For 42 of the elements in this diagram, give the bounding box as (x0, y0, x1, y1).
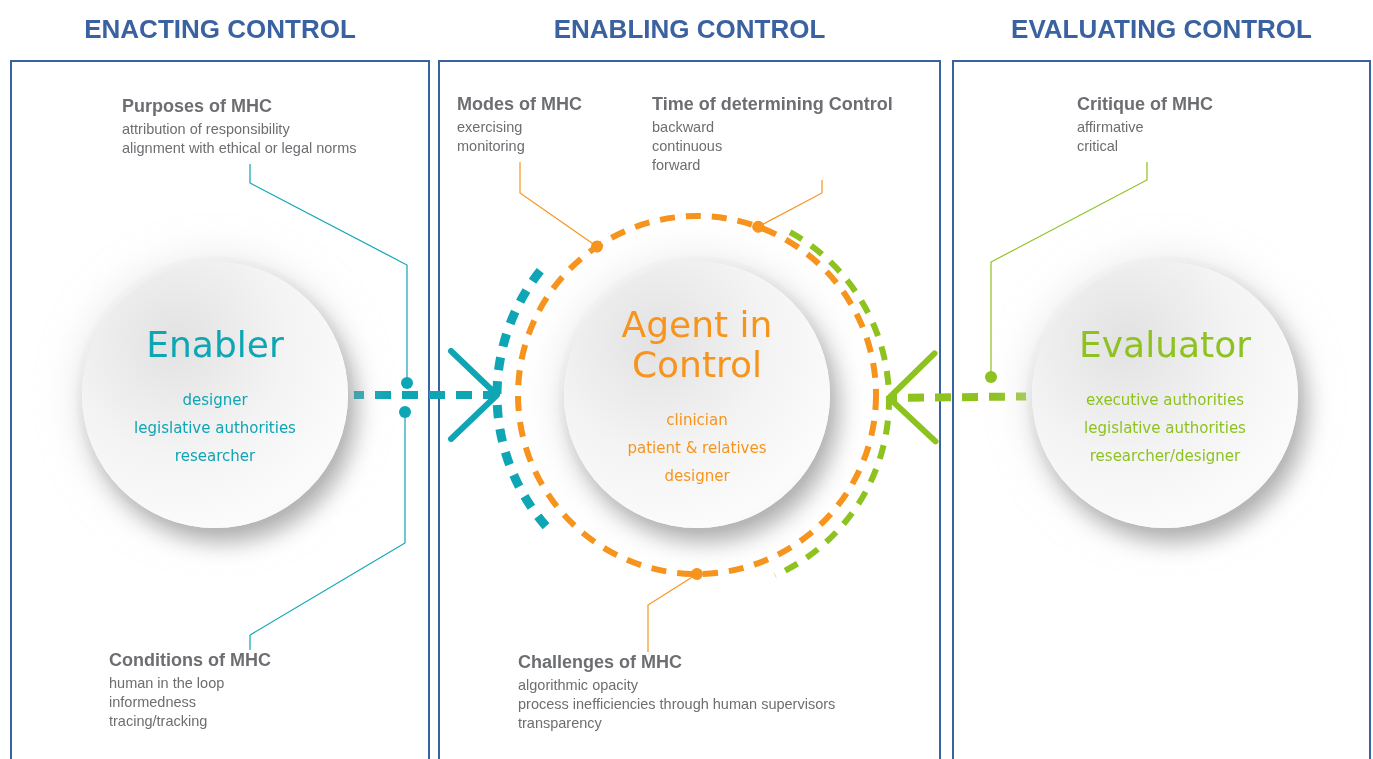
role-text: designer (182, 390, 248, 409)
heading-text: Challenges of MHC (518, 652, 683, 673)
body-text: exercising (457, 118, 524, 137)
panel-heading: ENACTING CONTROL (83, 14, 357, 45)
body-text: informedness (109, 693, 198, 712)
circle-title: Agent in Control (620, 305, 774, 385)
body-text: process inefficiencies through human supervisors (518, 695, 837, 714)
panel-heading: EVALUATING CONTROL (1010, 14, 1313, 45)
body-text: monitoring (457, 137, 526, 156)
circle-title: Evaluator (1079, 325, 1251, 365)
heading-text: Conditions of MHC (109, 650, 272, 671)
body-text: transparency (518, 714, 603, 733)
heading-text: Time of determining Control (652, 94, 894, 115)
panel-heading: ENABLING CONTROL (552, 14, 827, 45)
role-text: legislative authorities (134, 418, 296, 437)
role-text: researcher (174, 446, 256, 465)
body-text: human in the loop (109, 674, 226, 693)
role-text: executive authorities (1086, 390, 1244, 409)
body-text: critical (1077, 137, 1120, 156)
leader-line (249, 163, 413, 389)
role-text: designer (664, 466, 730, 485)
role-text: patient & relatives (627, 438, 767, 457)
body-text: affirmative (1077, 118, 1145, 137)
body-text: algorithmic opacity (518, 676, 640, 695)
heading-text: Modes of MHC (457, 94, 583, 115)
leader-line (519, 161, 603, 253)
body-text: tracing/tracking (109, 712, 209, 731)
body-text: continuous (652, 137, 724, 156)
body-text: alignment with ethical or legal norms (122, 139, 358, 158)
leader-line (985, 161, 1148, 383)
body-text: backward (652, 118, 716, 137)
role-text: researcher/designer (1089, 446, 1241, 465)
body-text: forward (652, 156, 702, 175)
body-text: attribution of responsibility (122, 120, 291, 139)
heading-text: Critique of MHC (1077, 94, 1214, 115)
role-text: clinician (666, 410, 728, 429)
role-text: legislative authorities (1084, 418, 1246, 437)
heading-text: Purposes of MHC (122, 96, 273, 117)
leader-line (752, 179, 823, 233)
leader-line (647, 568, 703, 653)
leader-line (249, 406, 411, 651)
circle-title: Enabler (146, 325, 284, 365)
